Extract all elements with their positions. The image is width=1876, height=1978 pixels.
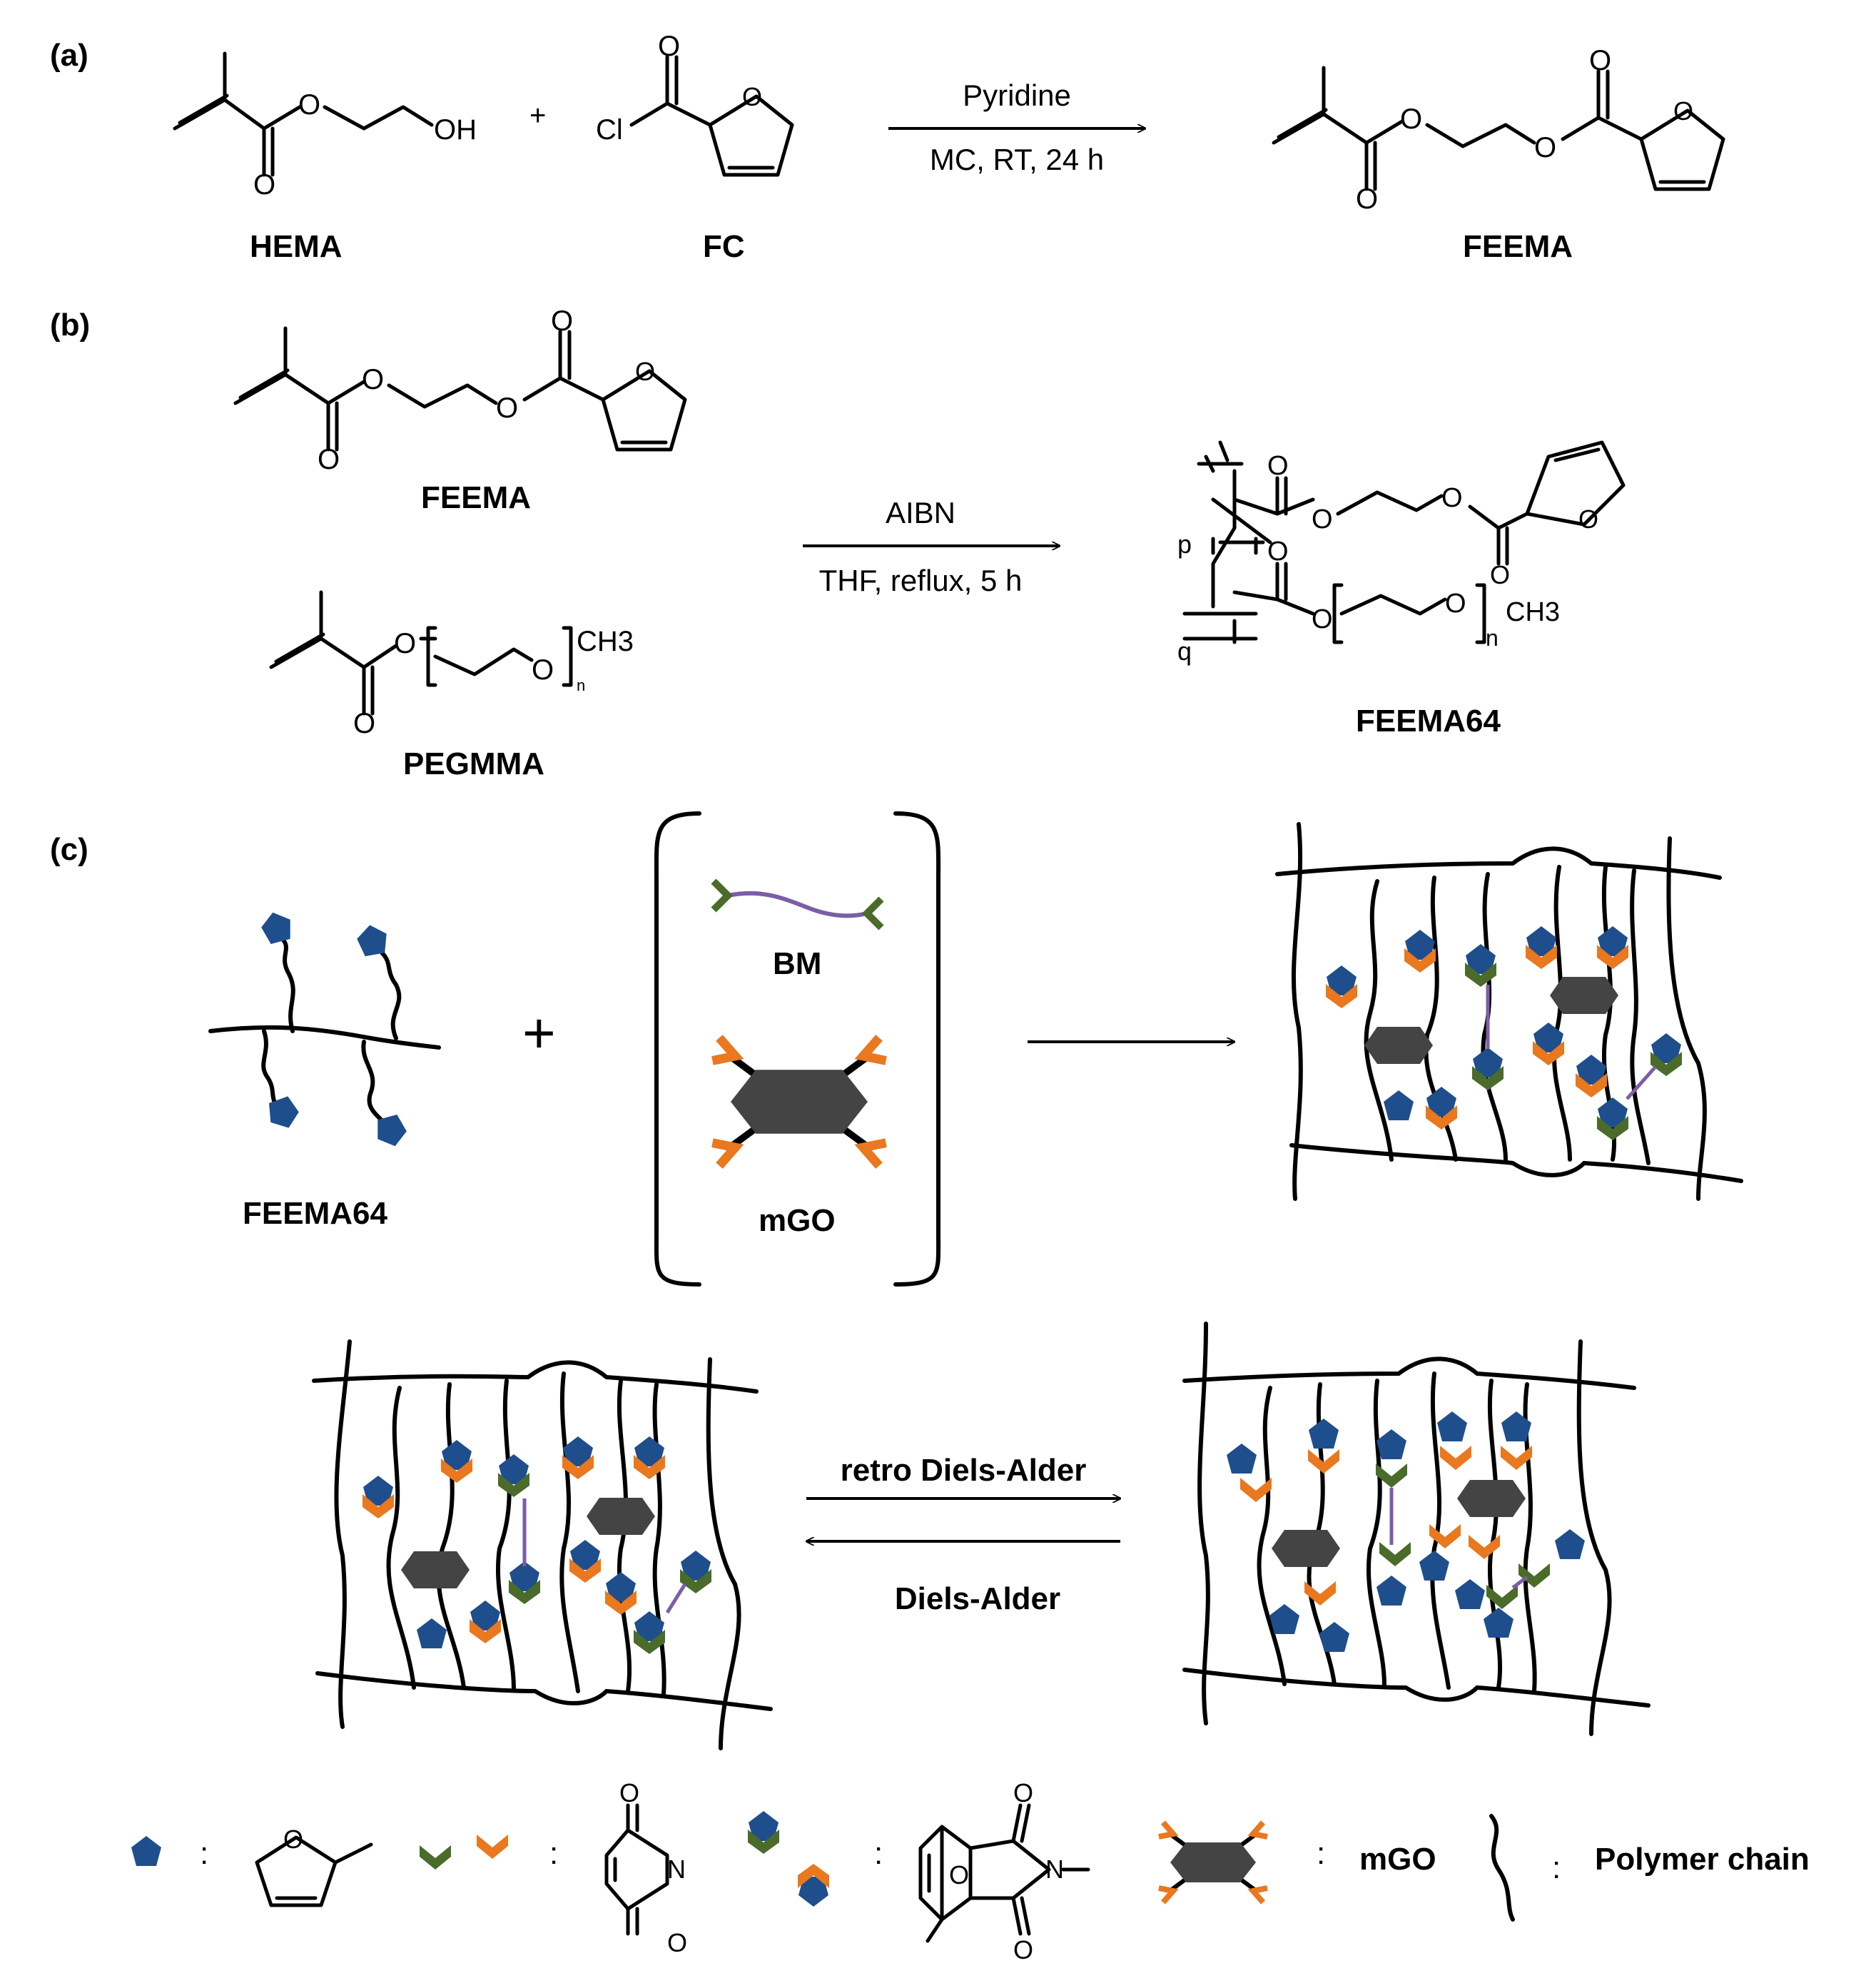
svg-text::: : bbox=[1317, 1836, 1325, 1871]
svg-text::: : bbox=[200, 1836, 208, 1871]
retro-da-label: retro Diels-Alder bbox=[841, 1453, 1087, 1488]
svg-text:Cl: Cl bbox=[596, 114, 623, 146]
svg-text:O: O bbox=[362, 364, 384, 395]
svg-text:O: O bbox=[635, 357, 655, 386]
svg-text:O: O bbox=[1673, 96, 1693, 126]
legend-furan-symbol bbox=[131, 1836, 161, 1866]
legend-polymer-chain-label: Polymer chain bbox=[1595, 1842, 1810, 1877]
legend-maleimide-green bbox=[420, 1845, 451, 1870]
svg-text:q: q bbox=[1177, 636, 1192, 666]
legend-adduct-orange bbox=[798, 1864, 829, 1907]
panel-label-c: (c) bbox=[50, 832, 88, 867]
svg-text:O: O bbox=[496, 392, 518, 424]
legend-polymer-chain-symbol bbox=[1489, 1814, 1515, 1922]
svg-text:O: O bbox=[1356, 183, 1378, 215]
svg-text:p: p bbox=[1177, 529, 1192, 559]
network-crosslinked-top bbox=[1275, 822, 1743, 1201]
legend-adduct-structure: O O N O bbox=[918, 1778, 1090, 1964]
mgo-label: mGO bbox=[759, 1203, 836, 1238]
svg-text::: : bbox=[874, 1836, 883, 1871]
feema64-cartoon bbox=[208, 908, 441, 1150]
svg-text:N: N bbox=[667, 1855, 686, 1884]
network-crosslinked-bottom bbox=[312, 1339, 773, 1750]
svg-text:O: O bbox=[394, 628, 416, 659]
da-label: Diels-Alder bbox=[895, 1581, 1060, 1616]
panel-label-b: (b) bbox=[50, 308, 90, 343]
svg-text:O: O bbox=[1267, 451, 1289, 481]
legend-mgo-label: mGO bbox=[1359, 1842, 1436, 1877]
svg-text:CH3: CH3 bbox=[1506, 597, 1560, 627]
svg-text:O: O bbox=[253, 169, 275, 201]
svg-text:O: O bbox=[318, 444, 340, 475]
svg-text:O: O bbox=[1267, 537, 1289, 567]
pegmma-structure: O O O n CH3 bbox=[269, 590, 634, 739]
svg-text:O: O bbox=[1013, 1935, 1033, 1964]
legend-adduct-green bbox=[748, 1811, 779, 1854]
pegmma-label: PEGMMA bbox=[403, 746, 544, 781]
svg-text:O: O bbox=[1445, 589, 1466, 619]
reagent-a: Pyridine bbox=[963, 78, 1071, 112]
svg-text:O: O bbox=[1013, 1778, 1033, 1807]
svg-text:O: O bbox=[353, 708, 375, 739]
feema64-label-b: FEEMA64 bbox=[1356, 704, 1501, 739]
feema64-label-c: FEEMA64 bbox=[243, 1196, 387, 1231]
network-decrosslinked bbox=[1182, 1322, 1651, 1736]
bm-crosslinker bbox=[711, 878, 884, 930]
svg-text:O: O bbox=[1441, 483, 1463, 513]
svg-text:O: O bbox=[949, 1860, 969, 1890]
legend-maleimide-structure: O N O bbox=[604, 1778, 687, 1957]
svg-text:O: O bbox=[1589, 45, 1611, 76]
svg-text:O: O bbox=[551, 305, 573, 337]
svg-text:O: O bbox=[1400, 103, 1422, 135]
svg-text:O: O bbox=[742, 82, 762, 111]
conditions-b: THF, reflux, 5 h bbox=[819, 564, 1023, 597]
plus-sign-a: + bbox=[529, 100, 546, 131]
feema-label-b: FEEMA bbox=[421, 480, 531, 515]
hema-label: HEMA bbox=[250, 229, 343, 264]
feema-product-structure: O O O O O bbox=[1272, 45, 1725, 215]
svg-text::: : bbox=[549, 1836, 558, 1871]
svg-text:CH3: CH3 bbox=[577, 626, 634, 657]
hema-structure: O O OH bbox=[173, 51, 477, 201]
legend-mgo-symbol bbox=[1159, 1822, 1267, 1902]
svg-text:O: O bbox=[1490, 560, 1510, 589]
svg-text:O: O bbox=[1534, 132, 1556, 163]
feema64-structure: O O O O O p O O O n CH3 q bbox=[1177, 440, 1626, 666]
bm-label: BM bbox=[773, 946, 821, 981]
plus-sign-c: + bbox=[522, 1001, 556, 1065]
svg-text:n: n bbox=[1486, 625, 1499, 651]
svg-text:O: O bbox=[532, 654, 554, 686]
fc-structure: Cl O O bbox=[596, 31, 794, 177]
svg-text:N: N bbox=[1045, 1855, 1064, 1884]
reagent-b: AIBN bbox=[886, 496, 955, 529]
svg-text:O: O bbox=[1312, 504, 1333, 534]
legend-maleimide-orange bbox=[477, 1835, 508, 1859]
mgo-crosslinker bbox=[712, 1038, 886, 1165]
svg-text:O: O bbox=[619, 1778, 639, 1807]
panel-label-a: (a) bbox=[50, 38, 88, 73]
feema-monomer-structure: O O O O O bbox=[233, 305, 687, 475]
svg-text:n: n bbox=[577, 676, 585, 694]
legend: : O : O N O : O O N O : mGO : Po bbox=[131, 1778, 1810, 1964]
svg-text:O: O bbox=[667, 1928, 687, 1957]
svg-text:O: O bbox=[1578, 504, 1598, 534]
svg-text::: : bbox=[1552, 1850, 1561, 1885]
svg-text:O: O bbox=[298, 89, 320, 121]
feema-label-a: FEEMA bbox=[1463, 229, 1573, 264]
svg-text:O: O bbox=[283, 1825, 303, 1854]
conditions-a: MC, RT, 24 h bbox=[930, 143, 1104, 176]
crosslinker-bracket bbox=[654, 811, 941, 1287]
svg-text:O: O bbox=[1312, 604, 1333, 634]
fc-label: FC bbox=[703, 229, 745, 264]
svg-text:O: O bbox=[658, 31, 680, 62]
legend-methylfuran-structure: O bbox=[255, 1825, 373, 1907]
hydroxyl-label: OH bbox=[434, 114, 477, 146]
